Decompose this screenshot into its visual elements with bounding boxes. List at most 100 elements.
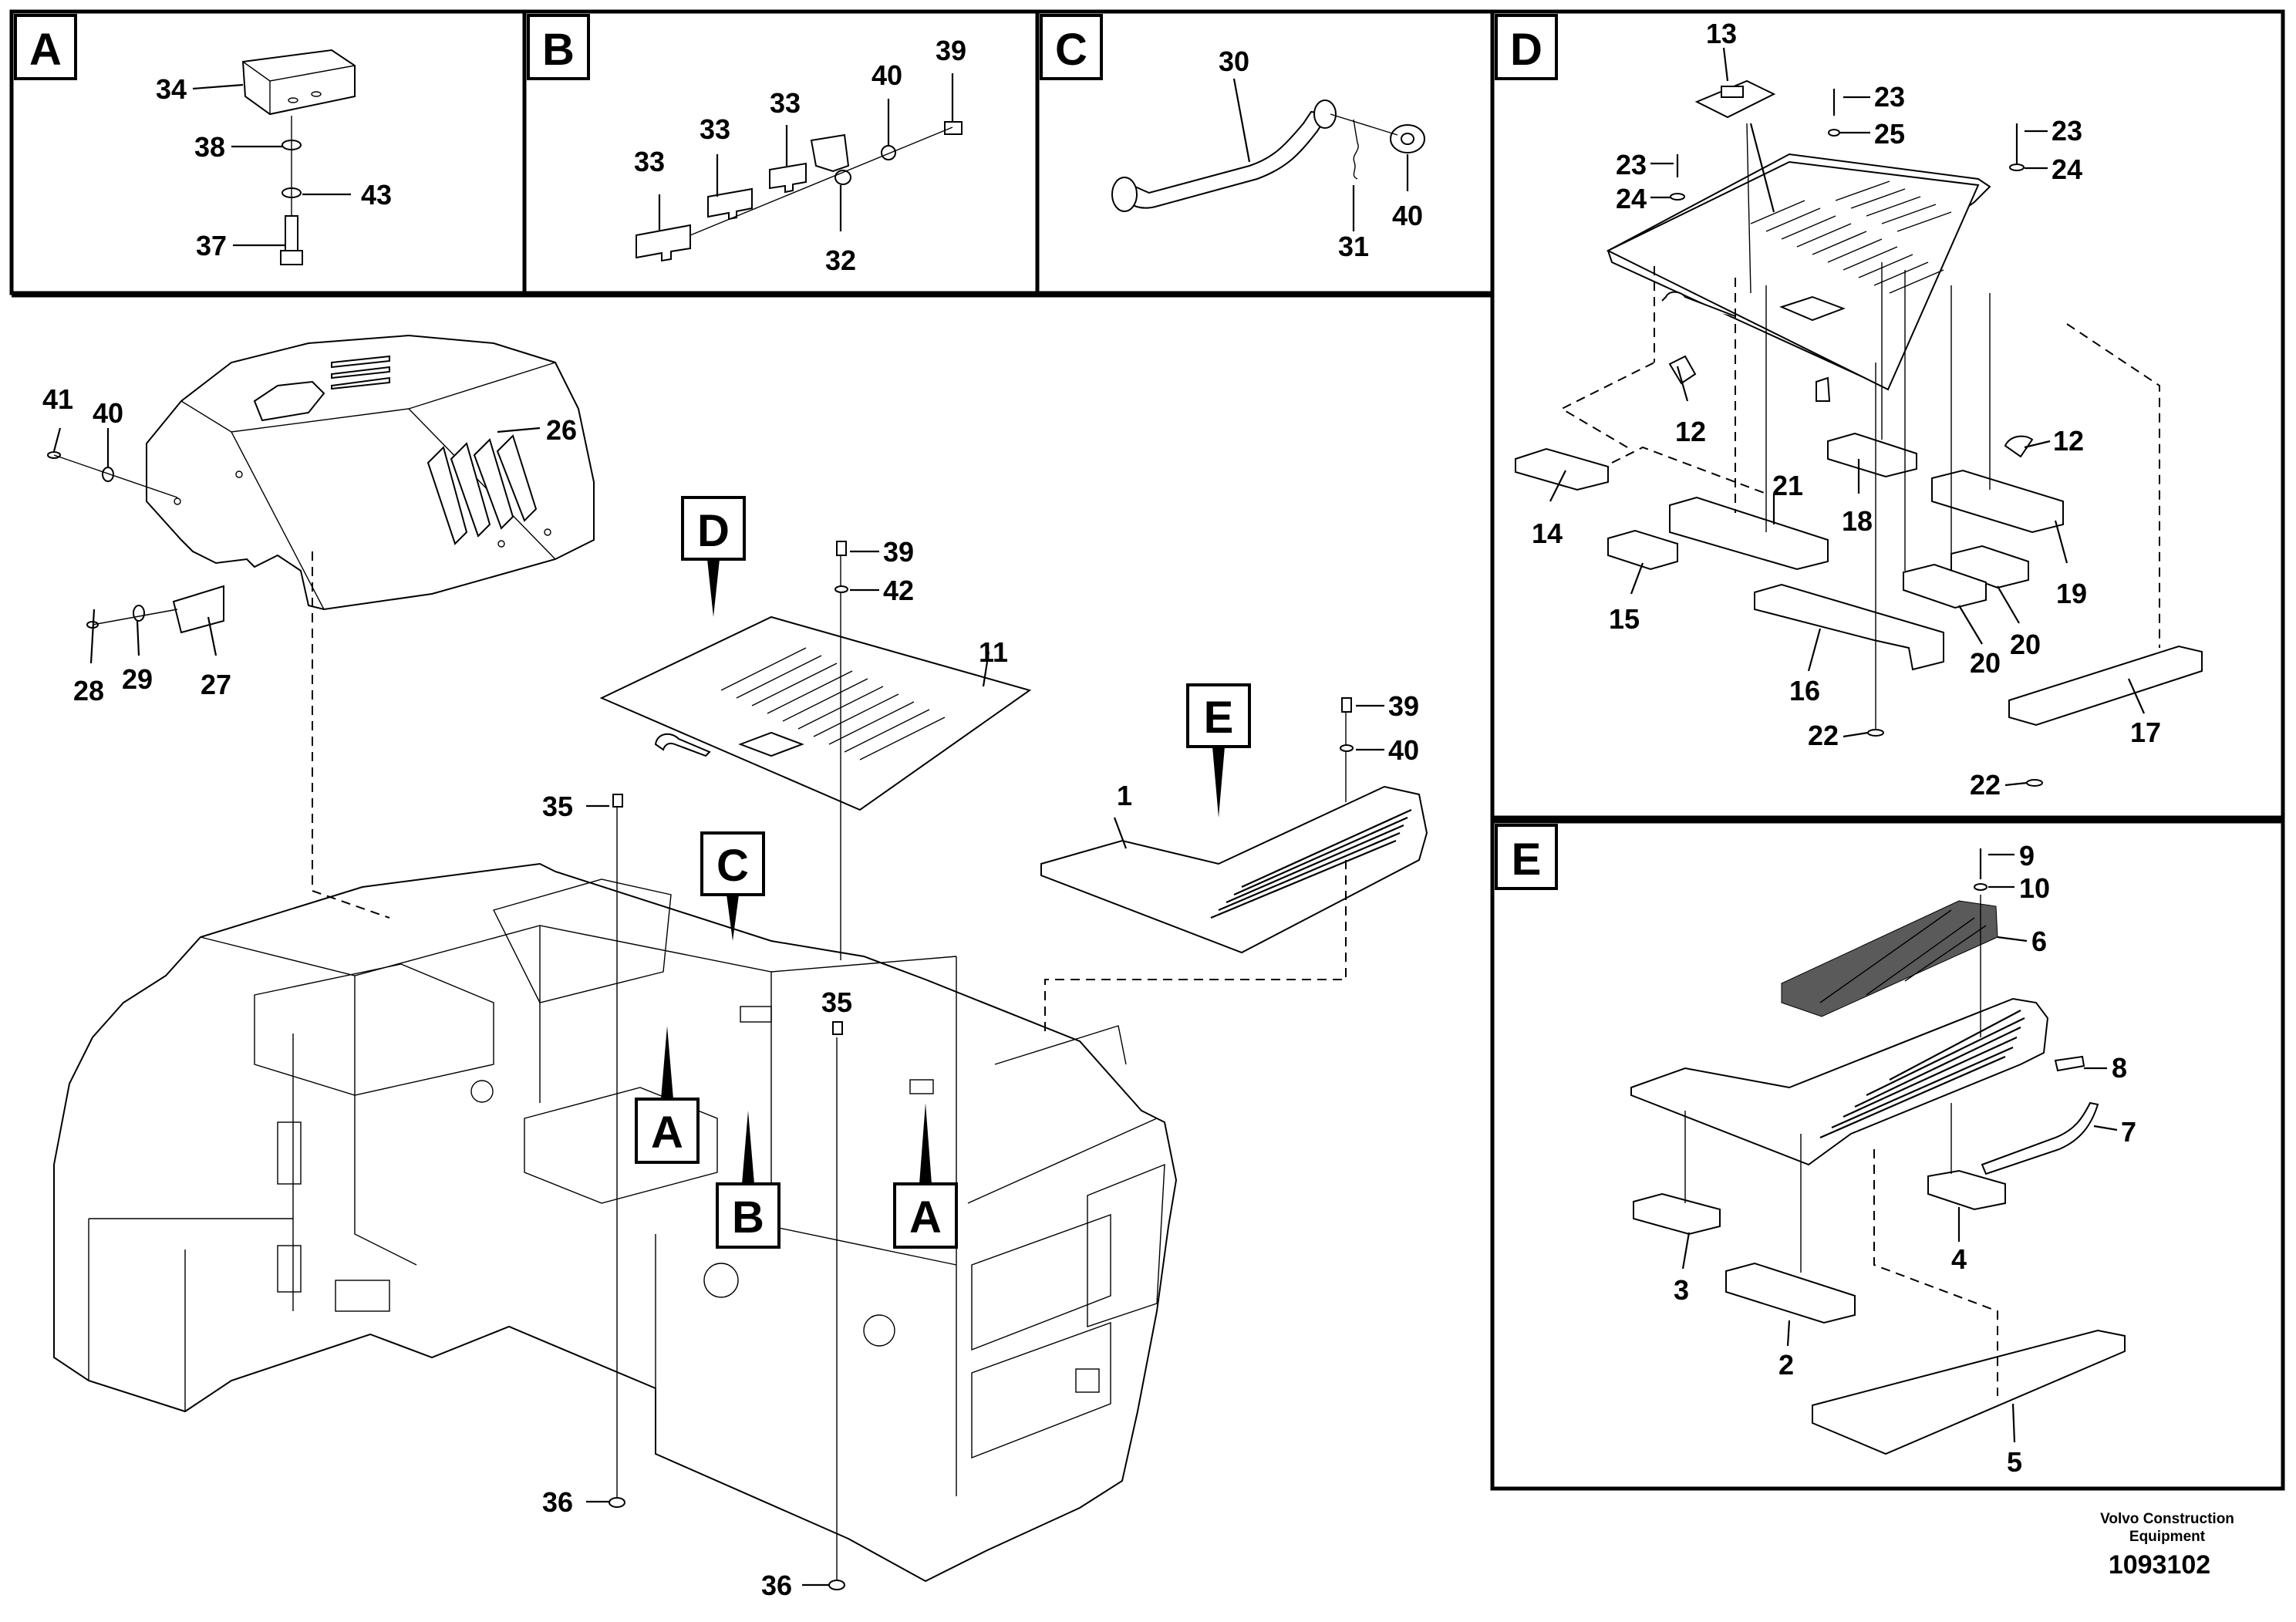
perforated-panels xyxy=(254,878,718,1204)
section-label-D: D xyxy=(1495,14,1558,80)
svg-text:8: 8 xyxy=(2112,1052,2127,1084)
svg-text:40: 40 xyxy=(872,59,902,91)
panel-d-labels: 13 23 25 23 24 23 24 12 12 14 21 18 15 1… xyxy=(1532,18,2161,801)
main-frame-body xyxy=(53,551,1347,1589)
main-callout-A-left: A xyxy=(635,1026,700,1164)
panel-e-labels: 9 10 6 8 7 4 3 2 5 xyxy=(1674,840,2136,1478)
panel-d-drawing xyxy=(1515,47,2203,787)
svg-text:B: B xyxy=(542,25,575,75)
side-grilles xyxy=(971,1163,1165,1459)
plate-11-vents xyxy=(720,647,946,760)
svg-text:20: 20 xyxy=(1970,647,2001,679)
main-callout-B: B xyxy=(716,1111,781,1249)
svg-text:38: 38 xyxy=(194,131,225,163)
svg-text:17: 17 xyxy=(2130,717,2161,748)
svg-text:A: A xyxy=(909,1192,942,1243)
section-label-C: C xyxy=(1040,14,1103,80)
svg-text:D: D xyxy=(697,506,730,556)
main-callout-E: E xyxy=(1186,683,1251,818)
svg-text:12: 12 xyxy=(2053,425,2084,457)
svg-text:35: 35 xyxy=(821,986,852,1018)
svg-text:36: 36 xyxy=(761,1570,792,1601)
svg-text:A: A xyxy=(651,1108,683,1158)
svg-text:E: E xyxy=(1204,693,1234,743)
svg-text:4: 4 xyxy=(1951,1243,1967,1275)
svg-text:43: 43 xyxy=(361,179,392,211)
svg-text:28: 28 xyxy=(73,675,104,706)
svg-text:33: 33 xyxy=(770,87,801,119)
grille-6-divisions xyxy=(1819,909,1987,1003)
svg-text:14: 14 xyxy=(1532,518,1563,549)
svg-text:18: 18 xyxy=(1842,505,1873,537)
main-leaders xyxy=(52,427,1384,1587)
svg-text:B: B xyxy=(732,1192,764,1243)
svg-text:23: 23 xyxy=(2052,115,2082,147)
svg-text:15: 15 xyxy=(1609,603,1640,635)
svg-text:39: 39 xyxy=(936,35,966,66)
svg-text:9: 9 xyxy=(2019,840,2035,872)
svg-text:22: 22 xyxy=(1808,720,1839,751)
svg-text:D: D xyxy=(1510,25,1542,75)
section-label-A: A xyxy=(14,14,77,80)
svg-text:6: 6 xyxy=(2031,926,2047,957)
plate-vents xyxy=(1750,180,1952,294)
svg-text:36: 36 xyxy=(542,1486,573,1518)
panel-b-labels: 33 33 33 40 39 32 xyxy=(634,35,966,276)
panel-a-drawing xyxy=(192,49,356,265)
svg-text:41: 41 xyxy=(42,383,73,415)
panel-b-drawing xyxy=(636,73,963,262)
svg-text:E: E xyxy=(1512,835,1542,885)
panel-c-drawing xyxy=(1111,78,1425,231)
svg-text:40: 40 xyxy=(93,397,123,429)
section-label-E: E xyxy=(1495,824,1558,890)
main-fasteners xyxy=(609,541,1354,1590)
svg-text:40: 40 xyxy=(1392,200,1423,231)
svg-text:7: 7 xyxy=(2121,1116,2136,1148)
svg-text:21: 21 xyxy=(1772,470,1803,501)
svg-text:3: 3 xyxy=(1674,1274,1689,1306)
svg-text:31: 31 xyxy=(1338,231,1369,262)
footer-branding: Volvo Construction Equipment 1093102 xyxy=(2100,1511,2234,1580)
panel-e-drawing xyxy=(1630,848,2126,1455)
svg-text:24: 24 xyxy=(2052,153,2082,185)
svg-text:2: 2 xyxy=(1778,1349,1794,1381)
svg-text:16: 16 xyxy=(1789,675,1820,706)
svg-text:37: 37 xyxy=(196,230,227,261)
svg-text:26: 26 xyxy=(546,414,577,446)
svg-text:24: 24 xyxy=(1616,183,1647,214)
svg-text:23: 23 xyxy=(1616,149,1647,180)
svg-text:27: 27 xyxy=(201,669,231,700)
main-plate-1 xyxy=(1040,785,1428,954)
svg-text:23: 23 xyxy=(1874,81,1905,113)
svg-text:1: 1 xyxy=(1117,780,1132,811)
svg-text:22: 22 xyxy=(1970,769,2001,801)
svg-text:32: 32 xyxy=(825,244,856,276)
main-callout-A-right: A xyxy=(893,1103,958,1249)
svg-text:39: 39 xyxy=(883,536,914,568)
main-hood-26 xyxy=(146,334,595,611)
svg-text:A: A xyxy=(29,25,62,75)
svg-text:20: 20 xyxy=(2010,629,2041,660)
section-label-B: B xyxy=(527,14,590,80)
svg-text:Equipment: Equipment xyxy=(2129,1529,2206,1545)
plate-e-slots xyxy=(1819,1010,2025,1139)
svg-text:33: 33 xyxy=(634,146,665,177)
svg-text:5: 5 xyxy=(2007,1446,2022,1478)
svg-text:42: 42 xyxy=(883,575,914,606)
svg-text:25: 25 xyxy=(1874,118,1905,150)
svg-text:11: 11 xyxy=(979,636,1008,668)
panel-c-labels: 30 40 31 xyxy=(1219,46,1423,262)
hood-vents xyxy=(426,434,538,545)
svg-text:10: 10 xyxy=(2019,872,2050,904)
svg-text:C: C xyxy=(1055,25,1087,75)
svg-text:34: 34 xyxy=(156,73,187,105)
svg-text:Volvo Construction: Volvo Construction xyxy=(2100,1511,2234,1527)
main-plate-11 xyxy=(599,615,1032,811)
svg-text:29: 29 xyxy=(122,663,153,695)
main-bracket-27 xyxy=(47,451,224,634)
svg-text:19: 19 xyxy=(2056,578,2087,609)
svg-text:35: 35 xyxy=(542,791,573,822)
main-callout-D: D xyxy=(681,496,746,617)
svg-text:C: C xyxy=(716,841,749,891)
